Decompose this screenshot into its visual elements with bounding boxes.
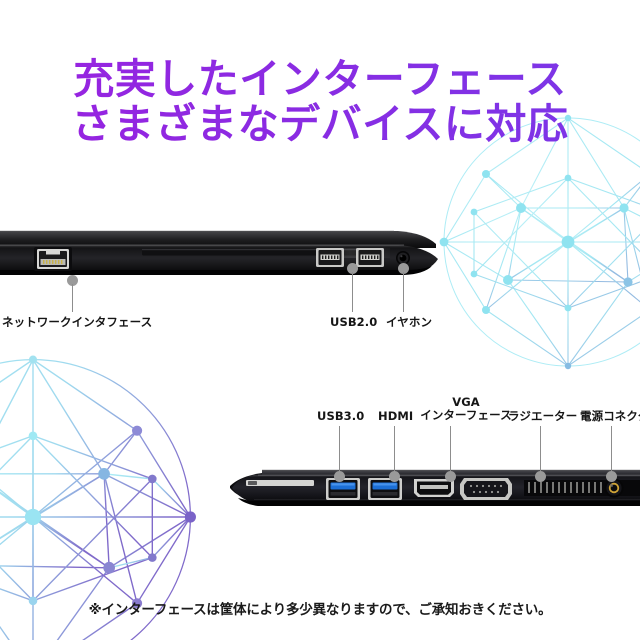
ethernet-port-rj45 (34, 247, 72, 271)
callout-dot-radiator (535, 471, 546, 482)
hdmi-port (414, 479, 454, 497)
callout-label-earphone: イヤホン (386, 315, 433, 329)
callout-dot-earphone (398, 263, 409, 274)
callout-label-network: ネットワークインタフェース (2, 315, 153, 329)
callout-label-vga: VGA インターフェース (420, 396, 512, 422)
callout-label-power: 電源コネクタ (580, 409, 640, 423)
page-title-line-1: 充実したインターフェース (0, 57, 640, 102)
laptop-left-side-photo (0, 230, 438, 275)
usb-2-port-1 (316, 248, 344, 267)
callout-line-usb30 (339, 426, 340, 474)
callout-line-radiator (540, 426, 541, 474)
usb-3-port-2 (368, 478, 402, 500)
callout-line-power (611, 426, 612, 474)
callout-line-hdmi (394, 426, 395, 474)
power-connector (604, 478, 624, 498)
laptop-right-side-photo (230, 469, 640, 506)
callout-line-earphone (403, 272, 404, 312)
callout-label-vga-sub: インターフェース (420, 407, 512, 422)
callout-dot-vga (445, 471, 456, 482)
page-title: 充実したインターフェース さまざまなデバイスに対応 (0, 57, 640, 146)
callout-line-network (72, 284, 73, 312)
callout-line-vga (450, 426, 451, 474)
polygon-network-sphere-top-right (439, 114, 640, 370)
polygon-network-sphere-bottom-left (0, 355, 196, 640)
page-title-line-2: さまざまなデバイスに対応 (0, 101, 640, 146)
callout-label-hdmi: HDMI (378, 409, 414, 423)
callout-dot-hdmi (389, 471, 400, 482)
callout-dot-usb20 (347, 263, 358, 274)
callout-label-usb20: USB2.0 (330, 315, 378, 329)
callout-dot-power (606, 471, 617, 482)
callout-label-radiator: ラジエーター (508, 409, 578, 423)
usb-3-port-1 (326, 478, 360, 500)
callout-line-usb20 (352, 272, 353, 312)
disclaimer-note: ※インターフェースは筐体により多少異なりますので、ご承知おきください。 (88, 602, 552, 618)
vga-port (460, 478, 512, 500)
callout-dot-network (67, 275, 78, 286)
callout-label-usb30: USB3.0 (317, 409, 365, 423)
callout-dot-usb30 (334, 471, 345, 482)
usb-2-port-2 (356, 248, 384, 267)
headphone-jack (396, 251, 410, 265)
callout-label-vga-title: VGA (452, 395, 480, 409)
